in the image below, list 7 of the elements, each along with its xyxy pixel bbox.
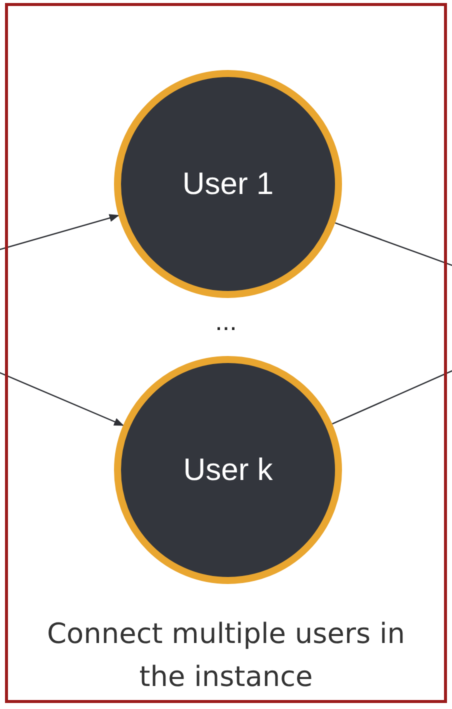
instance-frame: [5, 3, 447, 703]
user-label: User k: [183, 452, 273, 488]
frame-caption: Connect multiple users in the instance: [46, 616, 406, 695]
ellipsis-label: ...: [214, 306, 238, 337]
arrow: [0, 214, 120, 251]
arrow: [0, 371, 124, 426]
user-label: User 1: [182, 166, 274, 202]
